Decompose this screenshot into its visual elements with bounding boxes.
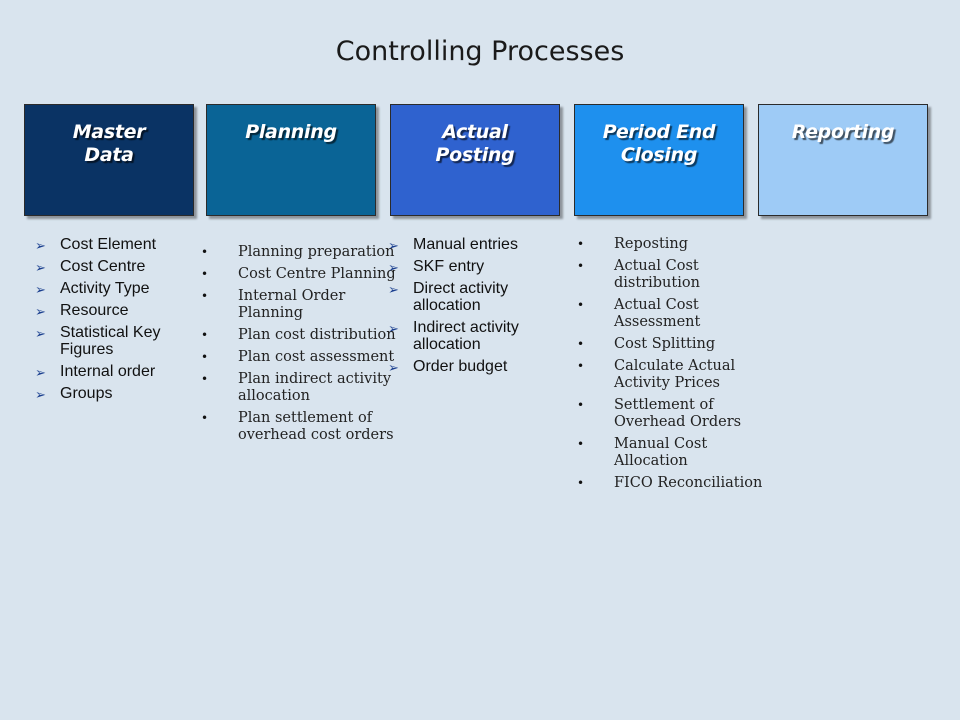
list-item: •FICO Reconciliation: [577, 475, 763, 491]
arrow-bullet-icon: ➢: [388, 260, 399, 275]
list-item: •Plan cost distribution: [201, 327, 396, 343]
list-item: •Internal Order Planning: [201, 288, 346, 321]
list-item: ➢Cost Centre: [35, 258, 146, 275]
arrow-bullet-icon: ➢: [35, 304, 46, 319]
list-item: ➢Cost Element: [35, 236, 157, 253]
bullet-icon: •: [201, 245, 209, 259]
bullet-icon: •: [201, 372, 209, 386]
list-item: •Plan indirect activity allocation: [201, 371, 392, 404]
list-item: •Plan settlement of overhead cost orders: [201, 410, 394, 443]
list-item: ➢Groups: [35, 385, 113, 402]
box-actual-posting: Actual Posting: [390, 104, 560, 216]
list-item: •Cost Centre Planning: [201, 266, 396, 282]
box-planning: Planning: [206, 104, 376, 216]
bullet-icon: •: [201, 328, 209, 342]
list-item: ➢Resource: [35, 302, 129, 319]
box-label-reporting: Reporting: [791, 121, 895, 143]
list-item: ➢Indirect activity allocation: [388, 319, 519, 353]
bullet-icon: •: [577, 398, 585, 412]
list-item: •Planning preparation: [201, 244, 395, 260]
list-item: •Manual Cost Allocation: [577, 436, 708, 469]
box-label-planning: Planning: [245, 121, 337, 143]
list-item: •Settlement of Overhead Orders: [577, 397, 742, 430]
list-item: •Calculate Actual Activity Prices: [577, 358, 736, 391]
actual-posting-list: ➢Manual entries ➢SKF entry ➢Direct activ…: [378, 236, 568, 380]
bullet-icon: •: [577, 259, 585, 273]
arrow-bullet-icon: ➢: [35, 365, 46, 380]
bullet-icon: •: [577, 237, 585, 251]
arrow-bullet-icon: ➢: [388, 321, 399, 336]
list-item: ➢Manual entries: [388, 236, 518, 253]
arrow-bullet-icon: ➢: [35, 260, 46, 275]
page-title: Controlling Processes: [335, 36, 625, 67]
master-data-list: ➢Cost Element ➢Cost Centre ➢Activity Typ…: [25, 236, 195, 407]
arrow-bullet-icon: ➢: [35, 282, 46, 297]
arrow-bullet-icon: ➢: [388, 360, 399, 375]
list-item: •Reposting: [577, 236, 689, 252]
bullet-icon: •: [577, 359, 585, 373]
list-item: ➢SKF entry: [388, 258, 485, 275]
bullet-icon: •: [201, 289, 209, 303]
list-item: ➢Order budget: [388, 358, 508, 375]
list-item: •Actual Cost distribution: [577, 258, 700, 291]
box-period-end-closing: Period End Closing: [574, 104, 744, 216]
list-item: •Actual Cost Assessment: [577, 297, 701, 330]
arrow-bullet-icon: ➢: [388, 282, 399, 297]
list-item: ➢Activity Type: [35, 280, 150, 297]
arrow-bullet-icon: ➢: [388, 238, 399, 253]
period-end-closing-list: •Reposting •Actual Cost distribution •Ac…: [577, 236, 777, 497]
planning-list: •Planning preparation •Cost Centre Plann…: [201, 244, 401, 449]
box-label-actual-posting: Actual Posting: [435, 121, 515, 166]
arrow-bullet-icon: ➢: [35, 326, 46, 341]
list-item: •Plan cost assessment: [201, 349, 395, 365]
list-item: ➢Direct activity allocation: [388, 280, 509, 314]
box-master-data: Master Data: [24, 104, 194, 216]
bullet-icon: •: [201, 411, 209, 425]
bullet-icon: •: [201, 267, 209, 281]
box-label-master-data: Master Data: [72, 121, 146, 166]
list-item: ➢Internal order: [35, 363, 156, 380]
box-label-period-end-closing: Period End Closing: [602, 121, 716, 166]
list-item: •Cost Splitting: [577, 336, 716, 352]
box-reporting: Reporting: [758, 104, 928, 216]
arrow-bullet-icon: ➢: [35, 387, 46, 402]
bullet-icon: •: [577, 476, 585, 490]
bullet-icon: •: [577, 437, 585, 451]
arrow-bullet-icon: ➢: [35, 238, 46, 253]
list-item: ➢Statistical Key Figures: [35, 324, 161, 358]
bullet-icon: •: [577, 337, 585, 351]
bullet-icon: •: [201, 350, 209, 364]
bullet-icon: •: [577, 298, 585, 312]
